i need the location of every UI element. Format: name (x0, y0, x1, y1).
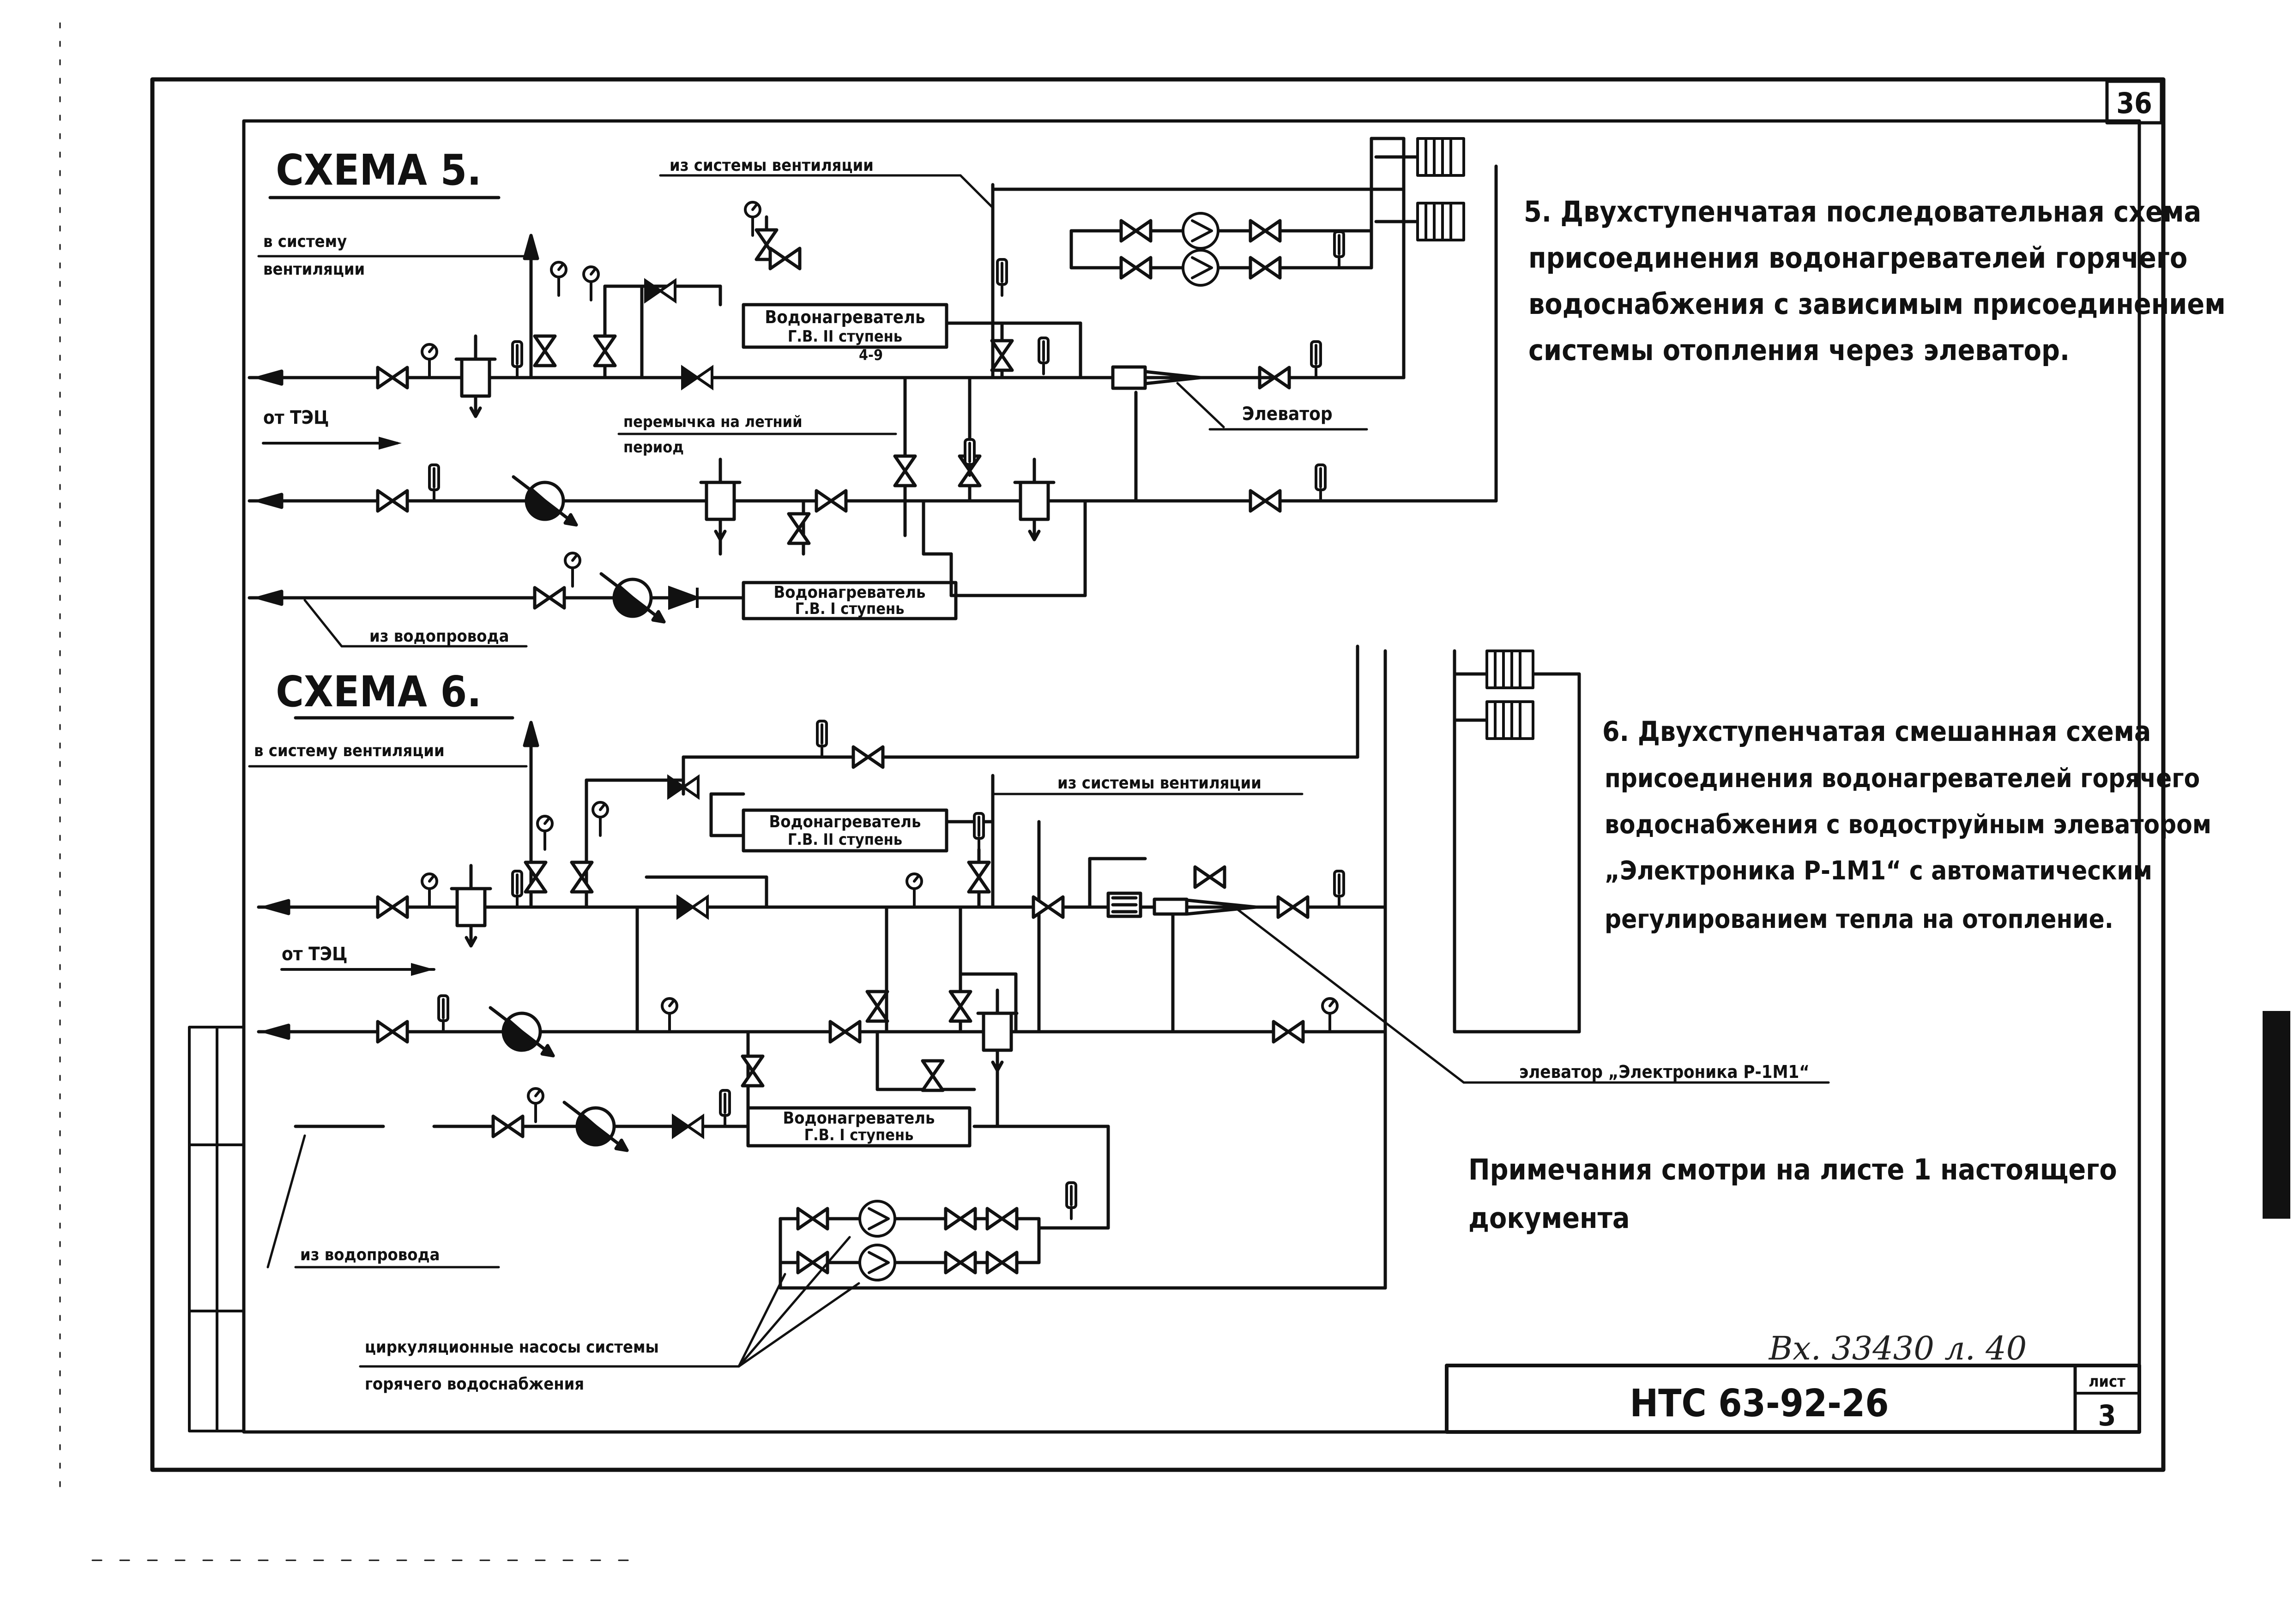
side-stamp (188, 1026, 245, 1432)
scheme6-elevator-label: элеватор „Электроника Р-1М1“ (1519, 1062, 1810, 1082)
scheme6-heater-2: Водонагреватель Г.В. II ступень (742, 808, 948, 853)
scheme5-from-tec: от ТЭЦ (263, 407, 329, 428)
svg-text:присоединения водонагревателей: присоединения водонагревателей горячего (1528, 241, 2187, 275)
sheet-label: лист (2089, 1372, 2125, 1391)
svg-text:„Электроника Р-1М1“ с автомати: „Электроника Р-1М1“ с автоматическим (1605, 856, 2152, 886)
scheme5-summer-bypass-1: перемычка на летний (623, 413, 803, 431)
scheme-5: СХЕМА 5. 5. Двухступенчатая последовател… (248, 137, 2226, 648)
svg-text:Г.В. I ступень: Г.В. I ступень (795, 600, 905, 618)
svg-text:регулированием тепла на отопле: регулированием тепла на отопление. (1605, 904, 2113, 934)
notes-line-2: документа (1468, 1201, 1630, 1235)
scheme6-pumps-1: циркуляционные насосы системы (365, 1338, 659, 1357)
scheme5-elevator-label: Элеватор (1242, 403, 1333, 425)
scheme5-to-ventilation-1: в систему (263, 232, 347, 251)
svg-text:6. Двухступенчатая смешанная с: 6. Двухступенчатая смешанная схема (1602, 716, 2151, 748)
svg-text:Водонагреватель: Водонагреватель (769, 812, 921, 831)
scheme6-from-tec: от ТЭЦ (282, 944, 347, 965)
stamp-reference: Вх. 33430 л. 40 (1768, 1329, 2027, 1367)
page-number-box: 36 (2105, 79, 2163, 125)
scheme5-description: 5. Двухступенчатая последовательная схем… (1524, 195, 2226, 367)
scheme6-pumps-2: горячего водоснабжения (365, 1375, 584, 1394)
svg-text:водоснабжения с зависимым прис: водоснабжения с зависимым присоединением (1528, 287, 2226, 321)
svg-text:присоединения водонагревателей: присоединения водонагревателей горячего (1605, 764, 2200, 794)
scheme-6: СХЕМА 6. 6. Двухступенчатая смешанная сх… (248, 644, 2211, 1394)
scheme5-to-ventilation-2: вентиляции (263, 260, 365, 279)
scheme5-title: СХЕМА 5. (276, 145, 481, 195)
scheme5-from-water-main: из водопровода (369, 627, 509, 646)
notes-line-1: Примечания смотри на листе 1 настоящего (1468, 1153, 2117, 1186)
title-block: НТС 63-92-26 лист 3 (1445, 1364, 2141, 1434)
svg-text:Г.В. I ступень: Г.В. I ступень (804, 1126, 914, 1144)
svg-text:системы отопления через элеват: системы отопления через элеватор. (1528, 333, 2070, 367)
page-number: 36 (2116, 86, 2152, 120)
scheme5-heater-2: Водонагреватель Г.В. II ступень (742, 303, 948, 349)
scan-edge-mark (2263, 1011, 2290, 1219)
scheme6-to-ventilation: в систему вентиляции (254, 741, 445, 760)
scheme6-title: СХЕМА 6. (276, 667, 481, 716)
svg-text:Г.В. II ступень: Г.В. II ступень (788, 830, 902, 849)
scheme5-summer-bypass-2: период (623, 438, 684, 457)
scheme5-heater-1: Водонагреватель Г.В. I ступень (742, 581, 958, 620)
scheme6-from-ventilation: из системы вентиляции (1057, 774, 1262, 793)
scheme6-description: 6. Двухступенчатая смешанная схема присо… (1602, 716, 2211, 934)
notes: Примечания смотри на листе 1 настоящего … (1468, 1153, 2117, 1235)
doc-code: НТС 63-92-26 (1630, 1382, 1889, 1426)
scheme6-heater-1: Водонагреватель Г.В. I ступень (746, 1106, 972, 1148)
svg-text:Г.В. II ступень: Г.В. II ступень (788, 327, 902, 346)
svg-text:5. Двухступенчатая последовате: 5. Двухступенчатая последовательная схем… (1524, 195, 2201, 229)
svg-text:Водонагреватель: Водонагреватель (783, 1109, 935, 1128)
scheme5-elevator (1111, 365, 1276, 390)
scheme5-valve-mark: 4-9 (859, 346, 883, 364)
svg-text:Водонагреватель: Водонагреватель (765, 307, 925, 327)
sheet-frame (59, 22, 2166, 1561)
scheme5-from-ventilation: из системы вентиляции (670, 156, 874, 175)
svg-text:Водонагреватель: Водонагреватель (774, 583, 926, 602)
scheme6-from-water-main: из водопровода (300, 1245, 440, 1264)
scheme6-elevator (1106, 891, 1258, 944)
svg-text:водоснабжения с водоструйным э: водоснабжения с водоструйным элеватором (1605, 810, 2211, 840)
sheet-number: 3 (2098, 1399, 2116, 1432)
